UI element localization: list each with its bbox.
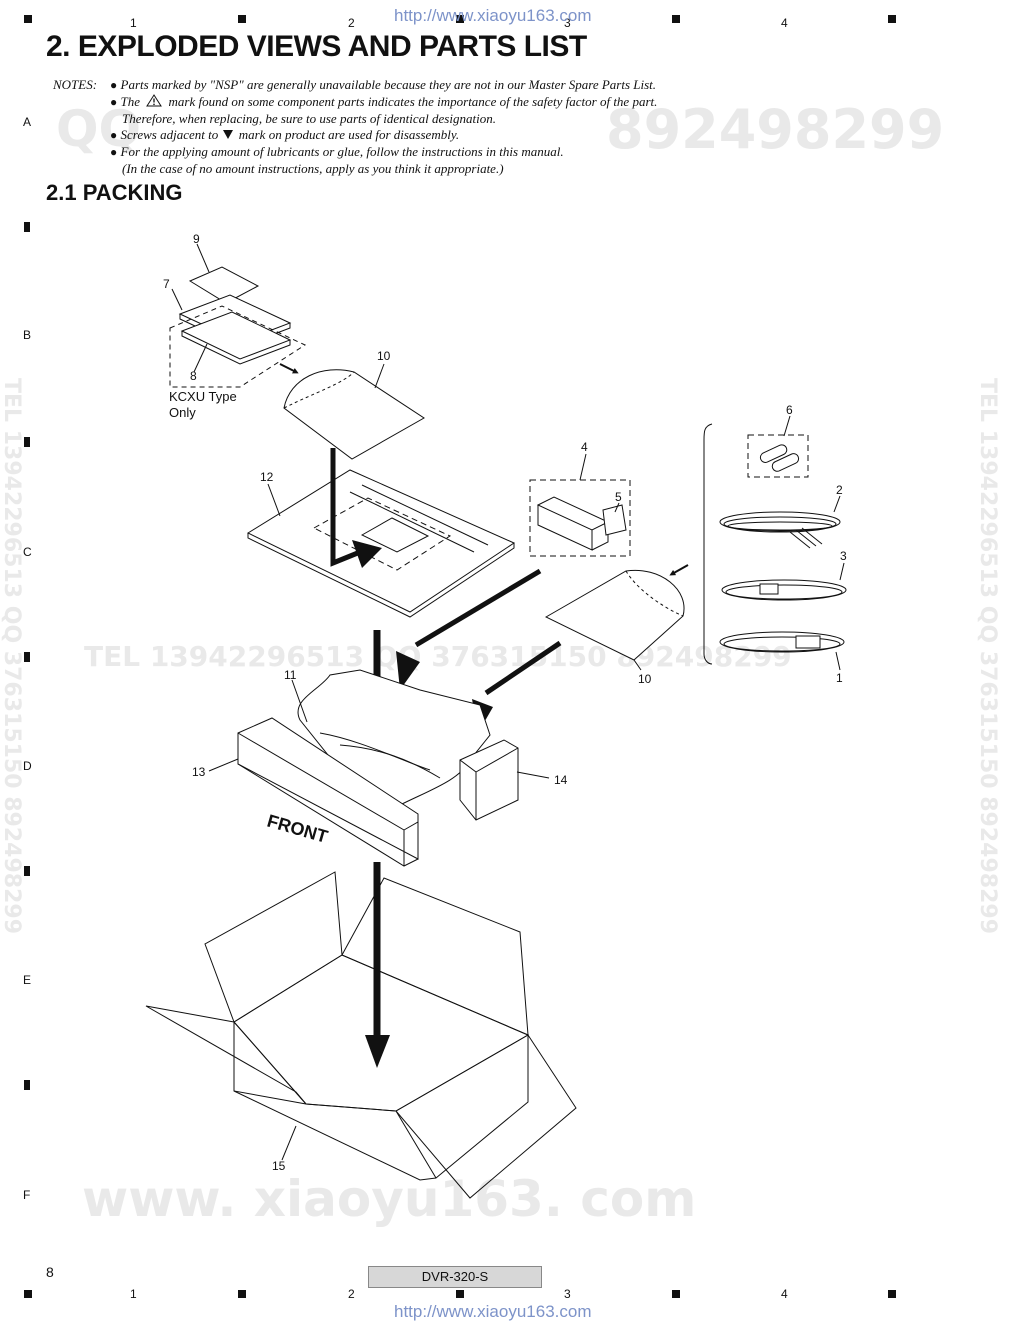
column-number: 2 bbox=[348, 1287, 355, 1301]
column-number: 2 bbox=[348, 16, 355, 30]
registration-mark bbox=[24, 1290, 32, 1298]
callout-15: 15 bbox=[272, 1159, 286, 1173]
registration-mark bbox=[24, 222, 30, 232]
callout-6: 6 bbox=[786, 403, 793, 417]
watermark-qq: QQ bbox=[56, 100, 142, 158]
note-line: (In the case of no amount instructions, … bbox=[122, 161, 504, 176]
registration-mark bbox=[238, 1290, 246, 1298]
model-badge: DVR-320-S bbox=[368, 1266, 542, 1288]
footer-url[interactable]: http://www.xiaoyu163.com bbox=[394, 1302, 592, 1321]
callout-3: 3 bbox=[840, 549, 847, 563]
registration-mark bbox=[888, 1290, 896, 1298]
callout-9: 9 bbox=[193, 232, 200, 246]
warning-triangle-icon bbox=[146, 94, 163, 107]
note-line: ● Parts marked by "NSP" are generally un… bbox=[110, 77, 657, 92]
watermark-site: www. xiaoyu163. com bbox=[82, 1170, 697, 1228]
callout-8: 8 bbox=[190, 369, 197, 383]
note-line: ● Screws adjacent to mark on product are… bbox=[110, 127, 460, 142]
bullet-icon: ● bbox=[110, 128, 118, 142]
carton-box bbox=[145, 871, 577, 1199]
registration-mark bbox=[24, 437, 30, 447]
callout-11: 11 bbox=[284, 668, 297, 682]
batteries bbox=[747, 434, 809, 478]
kcxu-dashed-outline bbox=[169, 305, 307, 388]
registration-mark bbox=[24, 652, 30, 662]
column-number: 4 bbox=[781, 1287, 788, 1301]
callout-14: 14 bbox=[554, 773, 568, 787]
row-letter: A bbox=[23, 115, 32, 129]
callout-10-top: 10 bbox=[377, 349, 391, 363]
polyethylene-bag-right bbox=[544, 569, 685, 661]
watermark-tel: TEL 13942296513 QQ 376315150 892498299 bbox=[84, 640, 792, 673]
registration-mark bbox=[456, 1290, 464, 1298]
kcxu-note-line2: Only bbox=[169, 405, 196, 420]
column-number: 4 bbox=[781, 16, 788, 30]
row-letter: E bbox=[23, 973, 32, 987]
polyethylene-bag-top bbox=[283, 369, 425, 460]
column-number: 1 bbox=[130, 1287, 137, 1301]
column-number: 3 bbox=[564, 1287, 571, 1301]
row-letter: B bbox=[23, 328, 32, 342]
callout-7: 7 bbox=[163, 277, 170, 291]
registration-mark bbox=[672, 15, 680, 23]
callout-2: 2 bbox=[836, 483, 843, 497]
registration-mark bbox=[24, 1080, 30, 1090]
bullet-icon: ● bbox=[110, 145, 118, 159]
registration-mark bbox=[24, 866, 30, 876]
foam-cushions bbox=[237, 669, 519, 867]
notes-label: NOTES: bbox=[53, 77, 98, 92]
note-line: ● The mark found on some component parts… bbox=[110, 94, 658, 109]
note-line: ● For the applying amount of lubricants … bbox=[110, 144, 564, 159]
callout-10-right: 10 bbox=[638, 672, 652, 686]
registration-mark bbox=[24, 15, 32, 23]
callout-5: 5 bbox=[615, 490, 622, 504]
header-url[interactable]: http://www.xiaoyu163.com bbox=[394, 6, 592, 25]
manual-stack bbox=[178, 294, 292, 365]
row-letter: C bbox=[23, 545, 32, 559]
front-label: FRONT bbox=[265, 811, 330, 847]
callout-4: 4 bbox=[581, 440, 588, 454]
bullet-icon: ● bbox=[110, 78, 118, 92]
rf-cable bbox=[721, 579, 847, 601]
callout-12: 12 bbox=[260, 470, 274, 484]
kcxu-note-line1: KCXU Type bbox=[169, 389, 237, 404]
remote-control-group bbox=[529, 479, 631, 557]
registration-mark bbox=[456, 15, 464, 23]
callout-1: 1 bbox=[836, 671, 843, 685]
leaflet-sheet bbox=[188, 266, 260, 304]
page-number: 8 bbox=[46, 1264, 54, 1280]
down-triangle-icon bbox=[223, 130, 234, 139]
bullet-icon: ● bbox=[110, 95, 118, 109]
column-number: 3 bbox=[564, 16, 571, 30]
column-number: 1 bbox=[130, 16, 137, 30]
row-letter: D bbox=[23, 759, 32, 773]
audio-video-cable bbox=[719, 511, 841, 549]
power-cord bbox=[719, 631, 845, 653]
watermark-number: 892498299 bbox=[606, 98, 945, 161]
row-letter: F bbox=[23, 1188, 31, 1202]
page-title: 2. EXPLODED VIEWS AND PARTS LIST bbox=[46, 30, 587, 63]
note-line: Therefore, when replacing, be sure to us… bbox=[122, 111, 496, 126]
registration-mark bbox=[238, 15, 246, 23]
callout-13: 13 bbox=[192, 765, 206, 779]
part-callouts: 9 7 8 10 12 4 5 6 2 3 10 1 11 13 14 15 bbox=[163, 232, 847, 1173]
section-heading: 2.1 PACKING bbox=[46, 180, 183, 205]
registration-mark bbox=[672, 1290, 680, 1298]
registration-mark bbox=[888, 15, 896, 23]
accessory-tray bbox=[246, 469, 516, 618]
